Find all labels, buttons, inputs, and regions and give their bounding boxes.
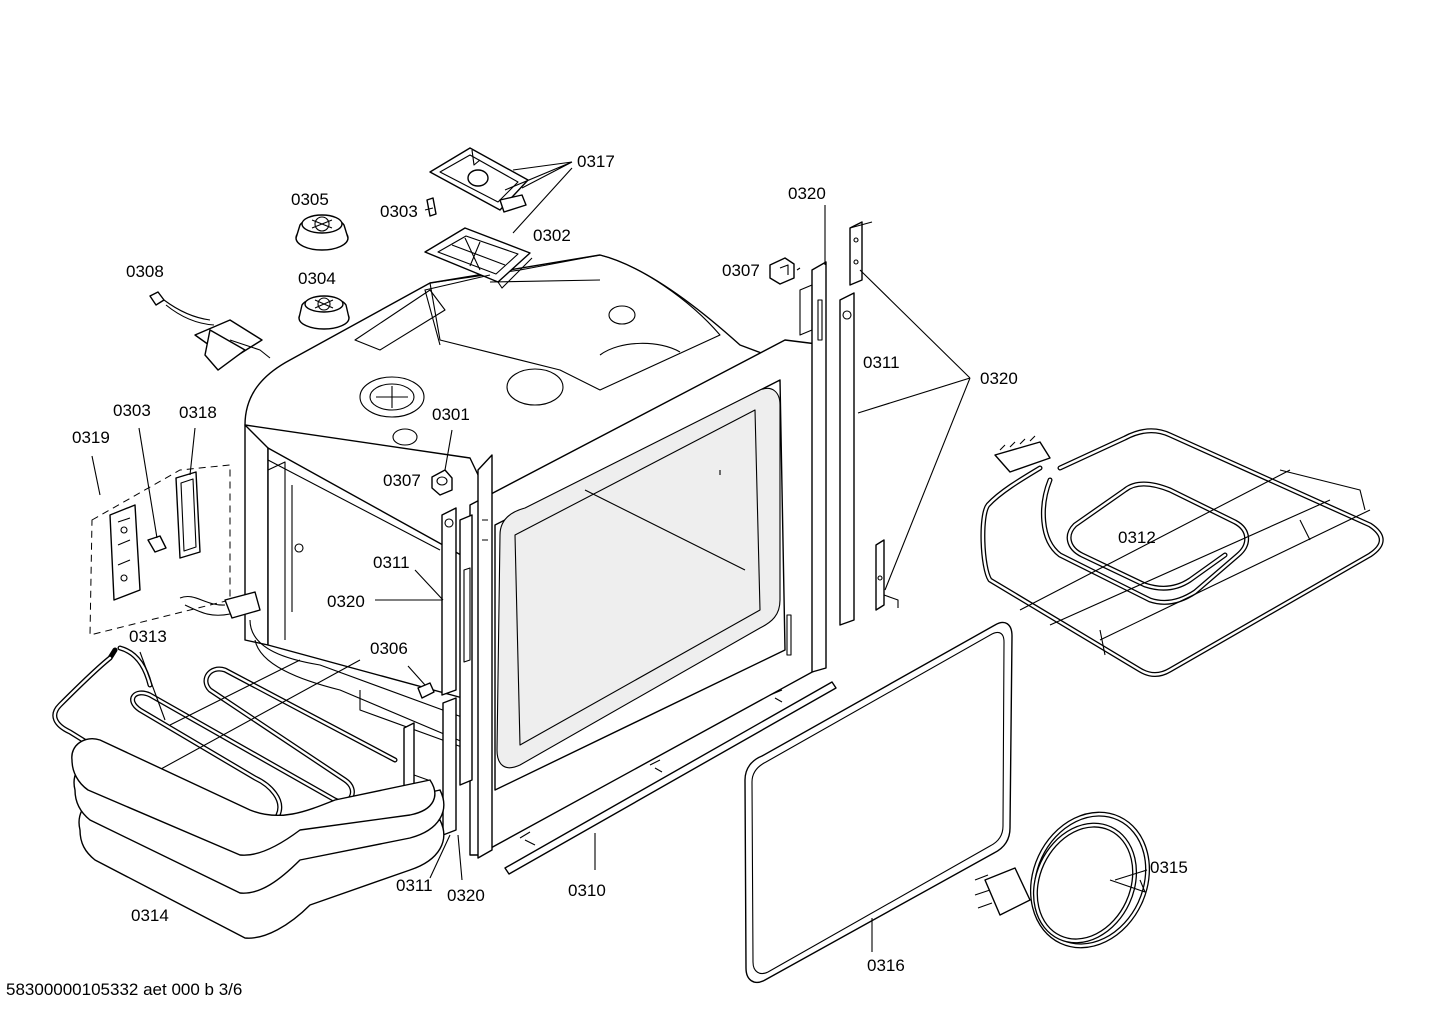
label-0320-top: 0320 <box>788 184 826 203</box>
label-0306: 0306 <box>370 639 408 658</box>
label-0311-bottom: 0311 <box>396 876 433 895</box>
label-0305: 0305 <box>291 190 329 209</box>
part-0306-clip <box>417 682 435 699</box>
label-0317: 0317 <box>577 152 615 171</box>
part-0305-knob <box>295 214 349 251</box>
label-0307-right: 0307 <box>722 261 760 280</box>
label-0318: 0318 <box>179 403 217 422</box>
label-0307-mid: 0307 <box>383 471 421 490</box>
label-0303-left: 0303 <box>113 401 151 420</box>
part-0315-circular-heater <box>974 811 1151 949</box>
part-0304-knob <box>298 295 350 330</box>
leader-lines <box>91 161 1148 952</box>
part-0307-clip-mid <box>431 469 453 496</box>
label-0313: 0313 <box>129 627 167 646</box>
drawing-reference-number: 58300000105332 aet 000 b 3/6 <box>6 980 243 999</box>
label-0304: 0304 <box>298 269 336 288</box>
label-0303-top: 0303 <box>380 202 418 221</box>
label-0311-mid: 0311 <box>373 553 410 572</box>
part-0313-heater <box>52 645 398 834</box>
label-0316: 0316 <box>867 956 905 975</box>
part-0311-rail-bottom <box>442 697 457 836</box>
part-0311-rail-right <box>839 292 855 626</box>
part-0303-small-fitting <box>426 197 437 217</box>
label-0320-mid: 0320 <box>327 592 365 611</box>
label-0311-right: 0311 <box>863 353 900 372</box>
label-0320-right: 0320 <box>980 369 1018 388</box>
part-0320-bracket-low <box>875 539 899 611</box>
part-0307-clip <box>769 257 795 285</box>
part-0319-group <box>89 464 231 636</box>
part-0310-trim-strip <box>504 681 837 875</box>
label-0312: 0312 <box>1118 528 1156 547</box>
part-0302-cover <box>424 227 533 289</box>
part-0311-rail-mid <box>441 507 473 786</box>
oven-cavity <box>244 254 827 859</box>
part-labels: 0317 0305 0303 0302 0320 0307 0308 0304 … <box>72 152 1188 975</box>
part-0318-seal <box>175 471 201 559</box>
part-0308-sensor <box>149 291 271 371</box>
label-0320-bottom: 0320 <box>447 886 485 905</box>
part-heater-connector <box>179 591 261 619</box>
part-0316-door-gasket <box>744 621 1013 984</box>
part-0317-bracket <box>429 147 529 213</box>
label-0301: 0301 <box>432 405 470 424</box>
part-0314-bottom-insulation <box>71 738 445 939</box>
label-0302: 0302 <box>533 226 571 245</box>
label-0310: 0310 <box>568 881 606 900</box>
label-0308: 0308 <box>126 262 164 281</box>
label-0319: 0319 <box>72 428 110 447</box>
label-0314: 0314 <box>131 906 169 925</box>
part-0312-grill-heater <box>980 428 1384 677</box>
part-0320-bracket-top <box>849 221 873 286</box>
part-0303-small-fitting-left <box>147 535 167 553</box>
label-0315: 0315 <box>1150 858 1188 877</box>
